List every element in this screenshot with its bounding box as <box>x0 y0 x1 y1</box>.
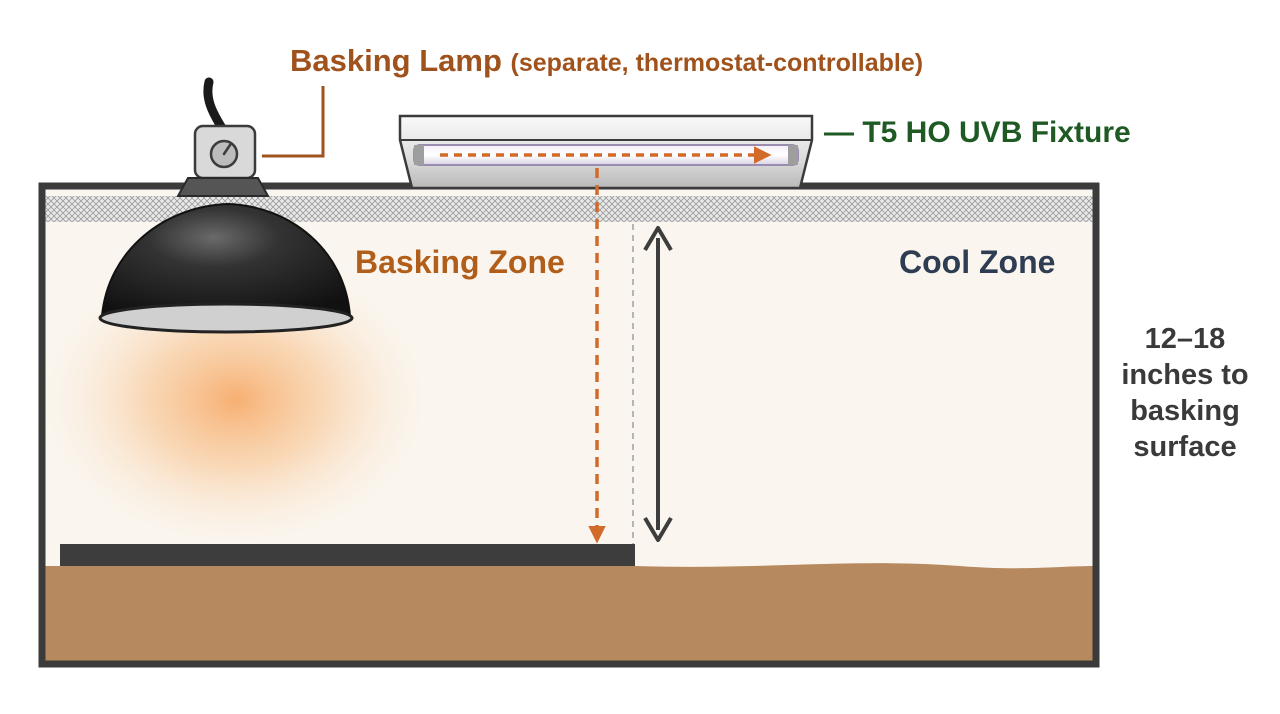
basking-platform <box>60 544 635 566</box>
basking-lamp-title: Basking Lamp <box>290 43 502 78</box>
substrate <box>44 563 1094 662</box>
distance-label: 12–18 inches to basking surface <box>1110 322 1260 466</box>
distance-line: surface <box>1133 430 1237 463</box>
lamp-leader-line <box>262 86 325 158</box>
basking-lamp-note: (separate, thermostat-controllable) <box>510 49 924 77</box>
basking-lamp <box>98 77 354 334</box>
power-cord <box>203 77 227 133</box>
distance-line: basking <box>1130 394 1240 427</box>
dome-lamp-icon <box>100 202 352 317</box>
uvb-fixture-label: — T5 HO UVB Fixture <box>824 116 1131 149</box>
uvb-fixture <box>398 114 814 190</box>
basking-zone-label: Basking Zone <box>355 244 565 280</box>
distance-line: inches to <box>1121 358 1249 391</box>
distance-line: 12–18 <box>1144 323 1226 355</box>
cool-zone-label: Cool Zone <box>899 244 1056 280</box>
double-arrow-icon <box>643 226 673 542</box>
enclosure <box>35 182 1100 668</box>
basking-lamp-label: Basking Lamp (separate, thermostat-contr… <box>290 43 924 78</box>
